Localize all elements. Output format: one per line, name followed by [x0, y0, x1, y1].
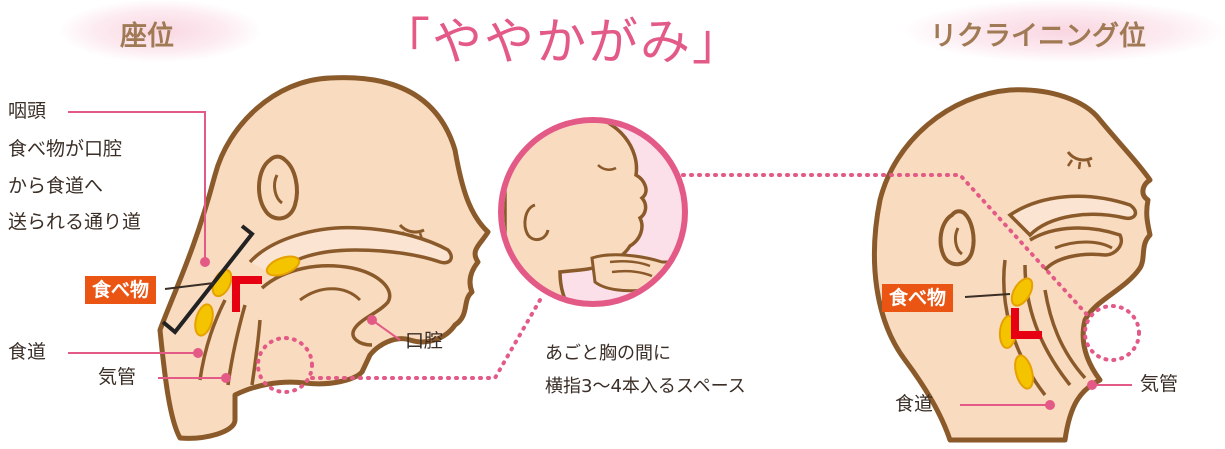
pharynx-desc-line-1: 食べ物が口腔	[8, 138, 123, 160]
sitting-food-label: 食べ物	[85, 276, 157, 304]
pharynx-desc-line-3: 送られる通り道	[8, 211, 142, 233]
reclining-head	[871, 87, 1153, 443]
food-leaders	[164, 282, 1011, 298]
space-note-line-1: あごと胸の間に	[545, 343, 671, 364]
pharynx-desc-line-2: から食道へ	[8, 175, 104, 197]
pink-leaders	[68, 111, 1132, 406]
main-title: 「ややかがみ」	[380, 13, 744, 71]
pharynx-label: 咽頭	[8, 100, 47, 122]
reclining-esophagus-label: 食道	[895, 393, 934, 415]
oral-cavity-label: 口腔	[405, 330, 444, 352]
pink-dots	[193, 257, 1097, 410]
sitting-title: 座位	[120, 21, 174, 52]
sitting-head	[157, 75, 491, 441]
center-circle	[498, 117, 688, 307]
reclining-title: リクライニング位	[930, 21, 1146, 52]
reclining-trachea-label: 気管	[1140, 373, 1179, 395]
reclining-title-glow	[905, 0, 1225, 62]
sitting-esophagus-label: 食道	[8, 341, 47, 363]
sitting-trachea-label: 気管	[98, 366, 137, 388]
sitting-title-glow	[60, 0, 260, 62]
space-note-line-2: 横指3〜4本入るスペース	[545, 376, 746, 397]
dotted-connectors	[310, 173, 1092, 380]
reclining-food-label: 食べ物	[882, 284, 954, 312]
